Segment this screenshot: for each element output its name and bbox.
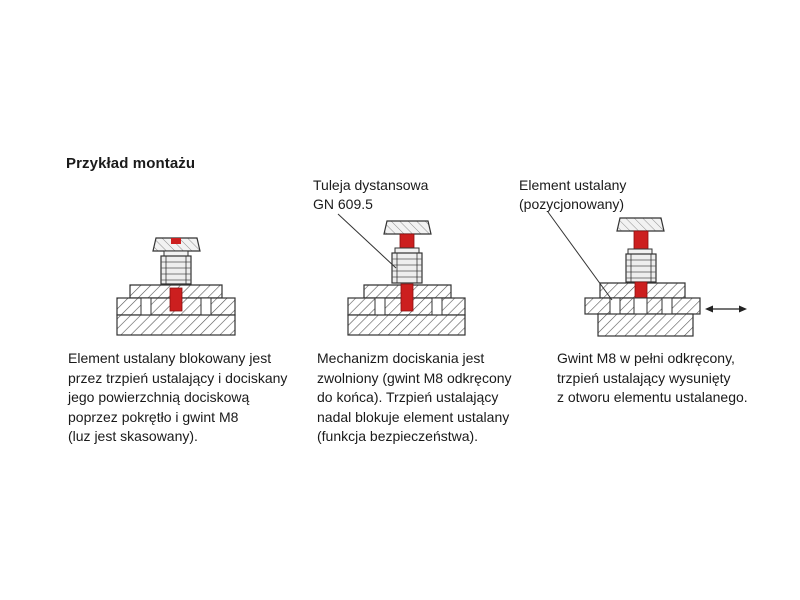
knob	[152, 237, 201, 257]
caption-line: Element ustalany blokowany jest	[68, 350, 272, 366]
threaded-nut	[625, 253, 657, 283]
caption-line: poprzez pokrętło i gwint M8	[68, 408, 239, 425]
positioned-element	[584, 297, 701, 315]
locating-pin	[169, 287, 183, 312]
caption-line: (luz jest skasowany).	[68, 428, 198, 444]
caption-line: jego powierzchnią dociskową	[68, 389, 250, 405]
figure-locked	[116, 237, 236, 336]
section-heading: Przykład montażu	[66, 155, 196, 172]
callout-line: GN 609.5	[313, 196, 373, 212]
caption-line: do końca). Trzpień ustalający	[317, 389, 499, 405]
caption-line: nadal blokuje element ustalany	[317, 408, 510, 425]
caption-locked: Element ustalany blokowany jest przez tr…	[68, 349, 287, 447]
callout-line: Element ustalany	[519, 177, 627, 193]
base-plate	[597, 313, 694, 337]
caption-line: (funkcja bezpieczeństwa).	[317, 428, 479, 444]
caption-line: Gwint M8 w pełni odkręcony,	[557, 350, 735, 366]
base-plate	[116, 314, 236, 336]
knob	[616, 217, 665, 255]
caption-released: Mechanizm dociskania jest zwolniony (gwi…	[317, 349, 512, 447]
figure-released	[337, 213, 466, 336]
callout-leader	[547, 211, 613, 301]
callout-line: Tuleja dystansowa	[313, 177, 429, 193]
knob	[383, 220, 432, 254]
spacer-sleeve	[391, 252, 423, 284]
caption-line: Mechanizm dociskania jest	[317, 350, 485, 366]
callout-line: (pozycjonowany)	[519, 196, 625, 212]
caption-line: z otworu elementu ustalanego.	[557, 389, 748, 405]
locating-pin	[400, 283, 414, 312]
caption-retracted: Gwint M8 w pełni odkręcony, trzpień usta…	[557, 349, 748, 408]
locating-pin	[634, 281, 648, 299]
caption-line: trzpień ustalający wysunięty	[557, 369, 731, 386]
callout-positioned-element: Element ustalany (pozycjonowany)	[519, 176, 626, 214]
caption-line: zwolniony (gwint M8 odkręcony	[317, 369, 512, 386]
callout-spacer-sleeve: Tuleja dystansowa GN 609.5	[313, 176, 428, 214]
base-plate	[347, 314, 466, 336]
figure-retracted	[547, 211, 747, 337]
caption-line: przez trzpień ustalający i dociskany	[68, 369, 288, 386]
threaded-nut	[160, 255, 192, 285]
callout-leader	[337, 213, 397, 269]
double-headed-arrow-icon	[705, 305, 747, 313]
